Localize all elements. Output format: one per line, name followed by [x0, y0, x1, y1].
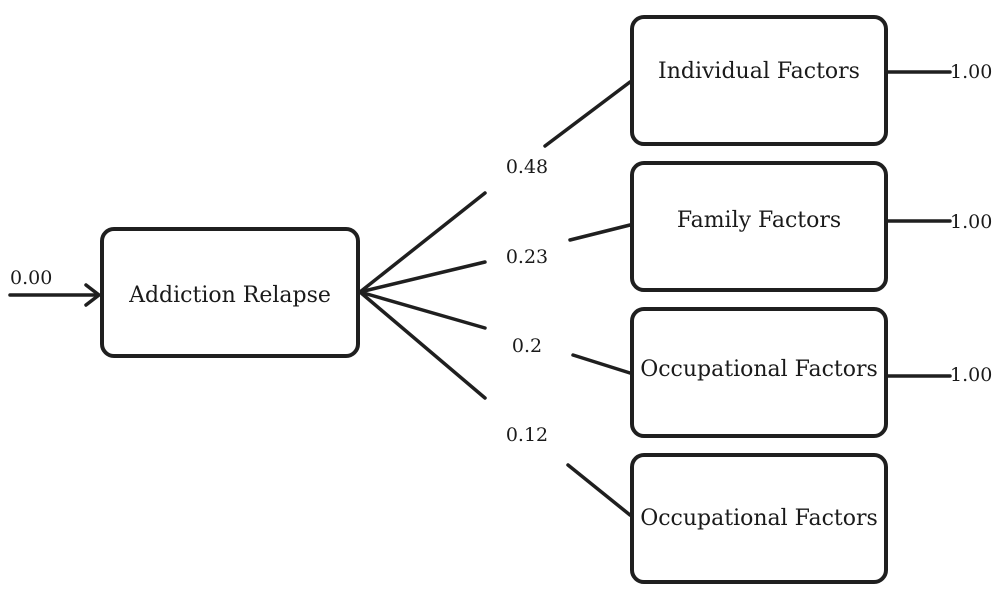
path-line-occupational-b [571, 353, 632, 375]
output-value-individual: 1.00 [950, 61, 992, 83]
coefficient-family: 0.23 [506, 246, 548, 268]
output-value-occupational: 1.00 [950, 364, 992, 386]
occupational-factors-box-2: Occupational Factors [630, 453, 888, 584]
occupational-factors-label: Occupational Factors [640, 357, 878, 382]
input-value-label: 0.00 [10, 267, 52, 289]
path-line-occupational2-b [566, 463, 632, 517]
individual-factors-box: Individual Factors [630, 15, 888, 146]
path-line-family-b [568, 223, 632, 242]
family-factors-label: Family Factors [677, 208, 841, 233]
individual-factors-label: Individual Factors [658, 59, 860, 84]
path-line-individual-b [543, 80, 632, 148]
coefficient-individual: 0.48 [506, 156, 548, 178]
occupational-factors-label-2: Occupational Factors [640, 506, 878, 531]
path-line-occupational-a [358, 290, 487, 330]
addiction-relapse-box: Addiction Relapse [100, 227, 360, 358]
coefficient-occupational-2: 0.12 [506, 424, 548, 446]
addiction-relapse-label: Addiction Relapse [128, 283, 331, 308]
path-line-individual-a [358, 191, 487, 294]
input-arrow [8, 283, 102, 307]
family-factors-box: Family Factors [630, 161, 888, 292]
coefficient-occupational: 0.2 [512, 335, 542, 357]
occupational-factors-box: Occupational Factors [630, 307, 888, 438]
output-value-family: 1.00 [950, 211, 992, 233]
path-line-occupational2-a [358, 290, 487, 400]
path-line-family-a [358, 260, 487, 294]
